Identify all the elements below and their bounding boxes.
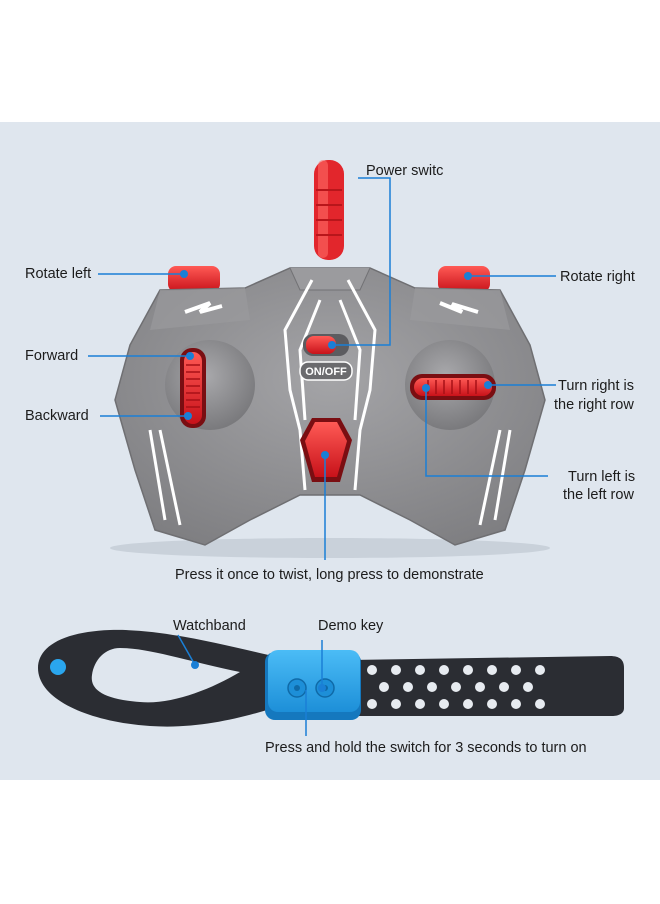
twist-hint-label: Press it once to twist, long press to de… [175,567,484,583]
hold-hint-label: Press and hold the switch for 3 seconds … [265,740,587,756]
turn-right-label-line1: Turn right is [558,378,635,394]
on-off-label: ON/OFF [305,366,347,378]
watch-strap-band [350,656,624,716]
watch-module [268,650,360,712]
turn-button[interactable] [414,378,492,396]
strap-holes [367,665,545,709]
antenna [314,160,344,260]
on-off-plate [299,361,353,381]
power-switch-label: Power switc [366,163,444,179]
twist-button[interactable] [305,422,347,477]
watchband-label: Watchband [173,618,246,634]
callout-lines [88,177,556,736]
strap-stud [50,659,66,675]
turn-right-label-line2: the right row [554,397,634,413]
power-switch[interactable] [306,336,336,354]
callout-dots [180,270,492,692]
controller-shadow [110,538,550,558]
body-decals [148,279,512,526]
forward-backward-button[interactable] [184,352,202,424]
rotate-left-label: Rotate left [25,266,92,282]
watch-strap-loop [38,629,300,727]
lightning-right-icon [439,301,479,314]
rotate-right-button[interactable] [438,266,490,292]
forward-label: Forward [25,348,79,364]
rotate-right-label: Rotate right [560,269,635,285]
backward-label: Backward [25,408,89,424]
lightning-left-icon [184,301,223,314]
demo-key-label: Demo key [318,618,384,634]
turn-left-label-line1: Turn left is [568,469,636,485]
turn-left-label-line2: the left row [563,487,634,503]
